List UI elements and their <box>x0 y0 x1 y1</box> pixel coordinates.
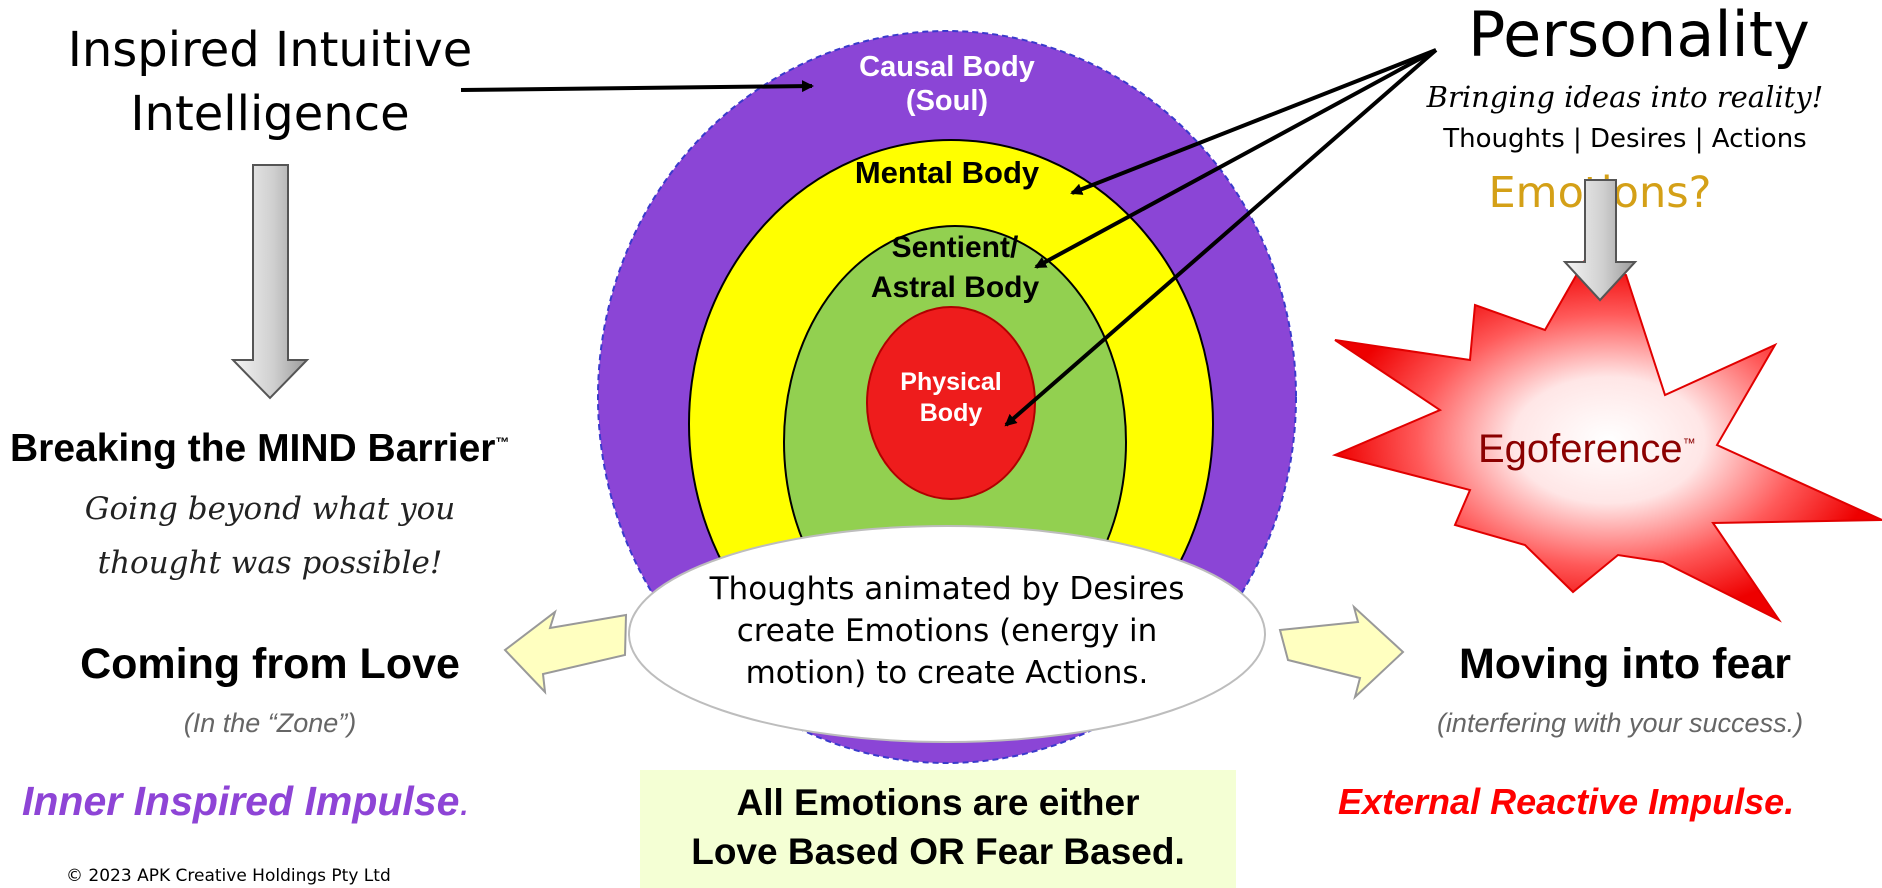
physical-body-circle <box>866 306 1036 500</box>
personality-mental-arrow <box>1070 48 1437 195</box>
mind-barrier-heading: Breaking the MIND Barrier™ <box>10 427 509 471</box>
egoference-tm: ™ <box>1682 435 1696 451</box>
egoference-label: Egoference™ <box>1478 427 1696 472</box>
physical-body-label: Physical Body <box>900 368 1002 427</box>
emotions-question: Emotions? <box>1488 168 1712 218</box>
thoughts-text: Thoughts animated by Desires create Emot… <box>709 571 1185 691</box>
in-the-zone: (In the “Zone”) <box>183 708 357 738</box>
left-pale-arrow <box>503 609 628 695</box>
mental-body-label: Mental Body <box>854 155 1040 190</box>
personality-title: Personality <box>1468 0 1810 71</box>
personality-sentient-arrow <box>1034 48 1437 269</box>
external-impulse: External Reactive Impulse. <box>1338 781 1795 822</box>
copyright: © 2023 APK Creative Holdings Pty Ltd <box>66 866 391 886</box>
egoference-starburst <box>1331 258 1882 623</box>
inspired-title: Inspired Intuitive Intelligence <box>67 22 473 142</box>
interfering-text: (interfering with your success.) <box>1436 708 1804 738</box>
causal-body-label: Causal Body (Soul) <box>859 51 1035 117</box>
left-down-arrow <box>230 164 310 400</box>
soul-arrow <box>460 80 814 93</box>
sentient-body-label: Sentient/ Astral Body <box>870 231 1040 304</box>
personality-physical-arrow <box>1004 48 1438 427</box>
thoughts-ellipse <box>628 525 1266 743</box>
going-beyond-text: Going beyond what you thought was possib… <box>84 491 456 581</box>
inner-impulse: Inner Inspired Impulse. <box>22 778 471 825</box>
egoference-text: Egoference <box>1478 427 1683 471</box>
coming-from-love: Coming from Love <box>80 640 460 688</box>
mind-barrier-tm: ™ <box>495 434 510 450</box>
mind-barrier-text: Breaking the MIND Barrier <box>10 427 496 470</box>
all-emotions-text: All Emotions are either Love Based OR Fe… <box>691 782 1185 872</box>
moving-into-fear: Moving into fear <box>1458 640 1792 688</box>
all-emotions-box: All Emotions are either Love Based OR Fe… <box>640 770 1236 888</box>
bringing-ideas: Bringing ideas into reality! <box>1426 80 1824 114</box>
inner-impulse-dot: . <box>459 778 471 824</box>
thoughts-desires-actions: Thoughts | Desires | Actions <box>1443 124 1807 154</box>
inner-impulse-text: Inner Inspired Impulse <box>22 778 460 824</box>
right-pale-arrow <box>1278 603 1405 701</box>
